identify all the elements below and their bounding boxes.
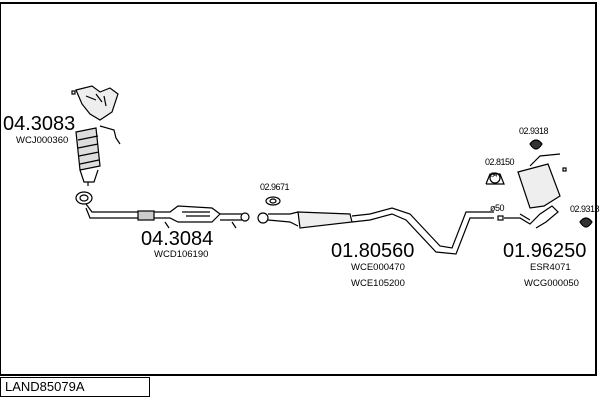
part-number-middle: 01.80560 xyxy=(331,240,415,262)
gasket-drawing xyxy=(265,196,281,206)
front-pipe-drawing xyxy=(75,191,250,229)
mount-top-drawing xyxy=(529,139,543,150)
reference-code: LAND85079A xyxy=(0,377,150,397)
part-number-gasket: 02.9671 xyxy=(260,182,290,192)
part-number-mount-right: 02.9318 xyxy=(570,204,600,214)
clamp-drawing xyxy=(485,172,505,185)
diagram-frame xyxy=(0,2,597,376)
part-number-manifold: 04.3083 xyxy=(3,113,76,135)
mount-right-drawing xyxy=(579,217,593,228)
part-code-manifold: WCJ000360 xyxy=(16,135,69,146)
part-code-rear-2: WCG000050 xyxy=(524,278,579,289)
part-number-rear: 01.96250 xyxy=(503,240,587,262)
part-code-middle-1: WCE000470 xyxy=(351,262,405,273)
part-number-mount-top: 02.9318 xyxy=(519,126,549,136)
part-number-front-cat: 04.3084 xyxy=(141,228,214,250)
clamp-size-badge: 54 xyxy=(491,173,497,179)
pipe-diameter-label: ø50 xyxy=(490,203,505,213)
middle-pipe-drawing xyxy=(257,207,494,255)
part-number-clamp: 02.8150 xyxy=(485,157,515,167)
manifold-drawing xyxy=(71,85,121,186)
part-code-front-cat: WCD106190 xyxy=(154,249,209,260)
part-code-rear-1: ESR4071 xyxy=(530,262,571,273)
part-code-middle-2: WCE105200 xyxy=(351,278,405,289)
rear-muffler-drawing xyxy=(497,153,567,229)
